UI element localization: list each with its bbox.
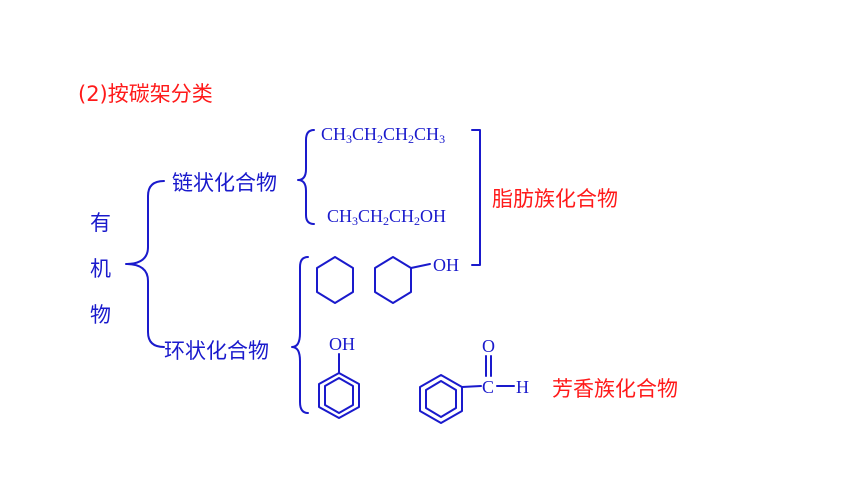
- main-brace: [125, 180, 165, 348]
- cyclohexanol-oh-bond: [410, 263, 431, 269]
- aliphatic-family-label: 脂肪族化合物: [492, 187, 618, 211]
- cyclohexane-ring: [316, 256, 354, 304]
- root-char-2: 机: [90, 257, 111, 281]
- root-char-3: 物: [90, 303, 111, 327]
- cyclohexanol-oh-label: OH: [433, 255, 459, 275]
- root-char-1: 有: [90, 211, 111, 235]
- aldehyde-c-label: C: [482, 377, 494, 397]
- propanol-formula: CH3CH2CH2OH: [327, 206, 447, 228]
- chain-compounds-label: 链状化合物: [172, 171, 277, 195]
- phenol-ring: [318, 372, 360, 419]
- carbonyl-o-label: O: [482, 336, 495, 356]
- butane-formula: CH3CH2CH2CH3: [321, 124, 446, 146]
- aldehyde-h-label: H: [516, 377, 529, 397]
- cyclohexanol-ring: [374, 256, 412, 304]
- ring-compounds-label: 环状化合物: [164, 339, 269, 363]
- phenol-inner-double-bonds: [324, 377, 354, 414]
- benzaldehyde-inner-double-bonds: [425, 380, 457, 418]
- section-title: (2)按碳架分类: [78, 82, 213, 106]
- benzaldehyde-c-bond: [461, 385, 482, 388]
- ring-brace: [291, 256, 309, 414]
- chain-brace: [297, 129, 315, 225]
- phenol-oh-label: OH: [329, 334, 355, 354]
- aliphatic-bracket: [471, 129, 481, 266]
- aromatic-family-label: 芳香族化合物: [552, 377, 678, 401]
